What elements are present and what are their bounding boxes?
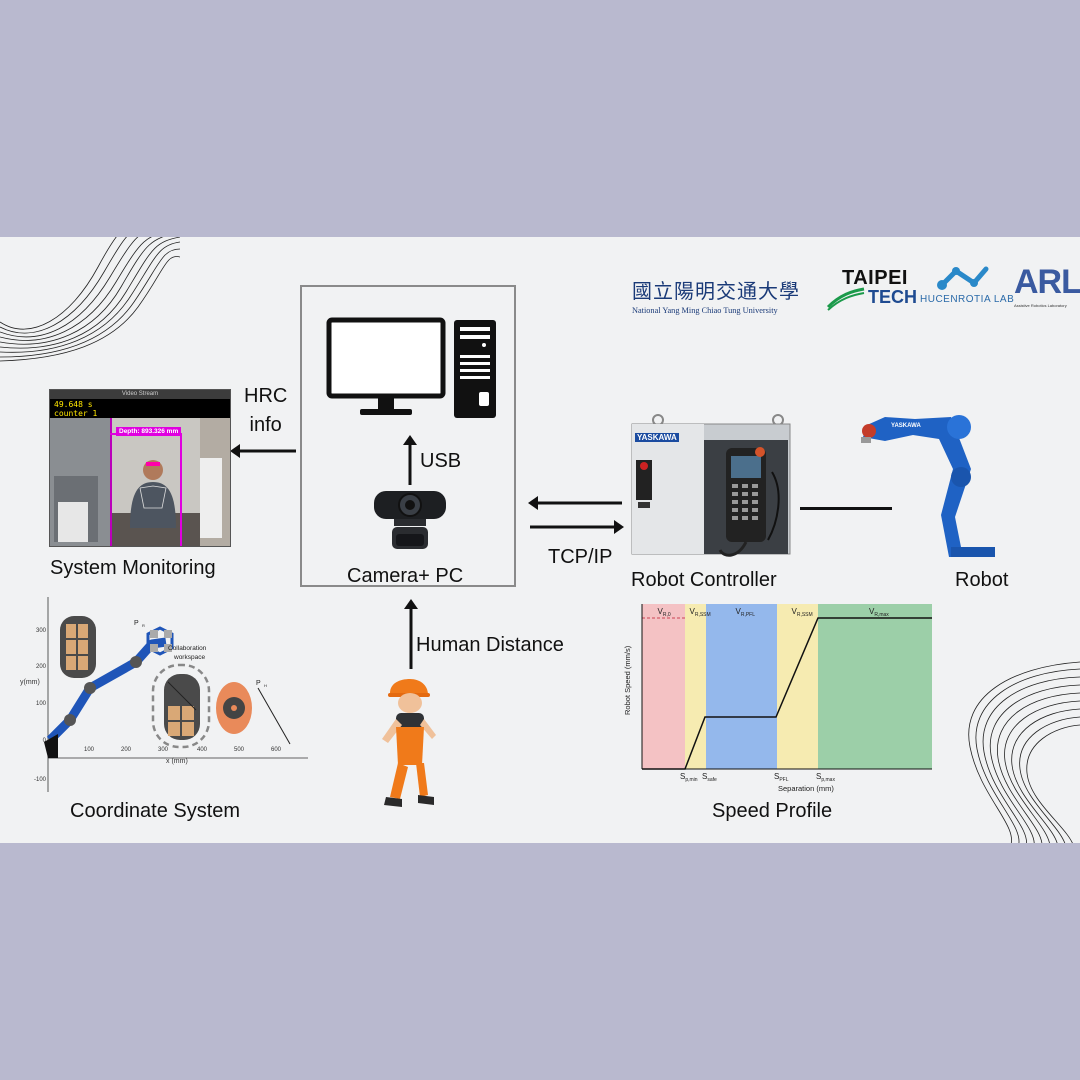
usb-label: USB [420, 450, 462, 472]
speed-tick-1: Ssafe [702, 772, 717, 783]
camera-frame-image [50, 418, 230, 546]
human-distance-label: Human Distance [416, 634, 564, 656]
speed-tick-2: SPFL [774, 772, 789, 783]
hrc-label-line1: HRC [244, 385, 288, 407]
diagram-panel: 國立陽明交通大學 National Yang Ming Chiao Tung U… [0, 237, 1080, 843]
depth-readout: Depth: 893.326 mm [116, 427, 182, 436]
y-tick-minus100: -100 [34, 777, 47, 783]
ph-subscript: H [264, 683, 267, 688]
timer-readout: 49.648 s [54, 400, 93, 409]
y-tick-300: 300 [36, 628, 47, 634]
webcam-icon [374, 491, 446, 549]
x-tick-400: 400 [197, 747, 208, 753]
human-distance-arrow [404, 599, 418, 669]
tech-text: TECH [868, 287, 917, 307]
lab-logo: HUCENROTIA LAB [920, 261, 1014, 313]
human-worker-image [382, 679, 436, 807]
coordinate-system-label: Coordinate System [70, 800, 241, 822]
hrc-info-arrow [230, 444, 296, 458]
collab-label-1: Collaboration [168, 645, 207, 652]
speed-profile-label: Speed Profile [712, 800, 833, 822]
video-stream-window: Video Stream 49.648 s counter 1 Depth: 8… [49, 389, 231, 547]
speed-zone-label-0: VR,0 [658, 607, 671, 618]
nycu-english-name: National Yang Ming Chiao Tung University [632, 306, 778, 315]
robot-controller-label: Robot Controller [631, 569, 777, 591]
speed-zone-1 [685, 604, 706, 769]
y-axis-label: y(mm) [20, 679, 40, 686]
hrc-info-label: HRC info [244, 385, 287, 437]
pr-subscript: R [142, 623, 145, 628]
x-tick-500: 500 [234, 747, 245, 753]
speed-xlabel: Separation (mm) [778, 784, 834, 793]
speed-zone-label-1: VR,SSM [690, 607, 711, 618]
counter-readout: counter 1 [54, 409, 98, 418]
lab-name: HUCENROTIA LAB [920, 294, 1015, 305]
robot-controller-image [631, 414, 791, 557]
x-tick-600: 600 [271, 747, 282, 753]
collab-label-2: workspace [173, 654, 205, 661]
speed-zone-label-2: VR,PFL [736, 607, 756, 618]
speed-zone-0 [642, 604, 685, 769]
nycu-chinese-name: 國立陽明交通大學 [632, 279, 800, 303]
overlay-bar [50, 399, 230, 418]
speed-curve [642, 617, 932, 770]
speed-zone-label-3: VR,SSM [792, 607, 813, 618]
svg-text:YASKAWA: YASKAWA [891, 423, 921, 429]
nycu-logo: 國立陽明交通大學 National Yang Ming Chiao Tung U… [632, 275, 817, 315]
arl-logo: ARL Assistive Robotics Laboratory [1012, 263, 1080, 313]
camera-pc-box [300, 285, 516, 587]
hrc-label-line2: info [249, 414, 282, 436]
robot-label: Robot [955, 569, 1009, 591]
controller-robot-connector [800, 507, 892, 510]
robot-arm-logo-icon [937, 266, 989, 290]
taipei-tech-logo: TAIPEI TECH [826, 267, 917, 311]
desktop-computer-icon [326, 317, 496, 418]
x-axis-label: x (mm) [166, 758, 188, 765]
arl-subtitle: Assistive Robotics Laboratory [1014, 303, 1067, 308]
industrial-robot-image: YASKAWA [861, 415, 995, 557]
speed-tick-3: Sp,max [816, 772, 835, 783]
speed-tick-0: Sp,min [680, 772, 698, 783]
tcpip-label: TCP/IP [548, 546, 613, 568]
speed-zone-4 [818, 604, 932, 769]
taipei-tech-swoosh-icon [826, 287, 865, 311]
video-window-title: Video Stream [50, 390, 230, 399]
system-monitoring-label: System Monitoring [50, 557, 216, 579]
x-tick-200: 200 [121, 747, 132, 753]
speed-ylabel: Robot Speed (mm/s) [623, 645, 632, 715]
ph-label: P [256, 680, 261, 687]
x-tick-100: 100 [84, 747, 95, 753]
speed-zone-3 [777, 604, 818, 769]
y-tick-200: 200 [36, 664, 47, 670]
pr-label: P [134, 620, 139, 627]
arl-text: ARL [1014, 263, 1080, 301]
decorative-wave-bottom-right [968, 661, 1080, 843]
coordinate-system-plot: 300 200 100 0 -100 100 200 300 400 500 6… [20, 597, 308, 792]
speed-zone-2 [706, 604, 777, 769]
taipei-text: TAIPEI [842, 267, 908, 289]
tcpip-arrows [528, 496, 624, 534]
x-tick-300: 300 [158, 747, 169, 753]
decorative-wave-top-left [0, 237, 180, 362]
overlay-text: 49.648 s counter 1 [54, 400, 97, 418]
speed-profile-chart: Robot Speed (mm/s) Separation (mm) VR,0 V… [623, 604, 932, 793]
yaskawa-brand: YASKAWA [635, 433, 679, 442]
y-tick-0: 0 [43, 738, 47, 744]
camera-pc-label: Camera+ PC [347, 565, 464, 587]
y-tick-100: 100 [36, 701, 47, 707]
speed-zone-label-4: VR,max [869, 607, 889, 618]
usb-arrow [403, 435, 417, 485]
